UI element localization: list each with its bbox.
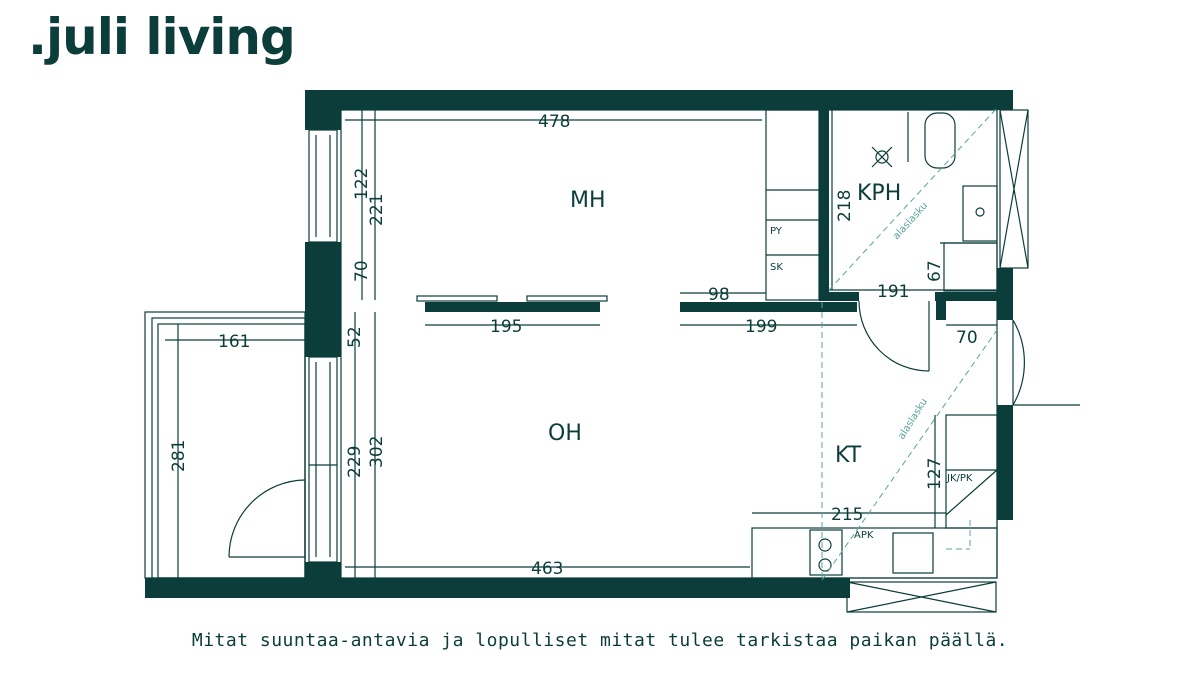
kitchen-counter xyxy=(751,527,998,579)
wall-bath-left xyxy=(819,108,829,300)
fridge xyxy=(945,414,998,529)
wall-partition-left xyxy=(425,302,600,312)
wall-bath-inner xyxy=(936,300,946,320)
toilet xyxy=(924,112,956,169)
dim-195: 195 xyxy=(490,317,522,337)
dim-221: 221 xyxy=(367,194,387,226)
room-label-kph: KPH xyxy=(857,181,901,206)
dim-70-left: 70 xyxy=(352,260,372,282)
dim-122: 122 xyxy=(352,168,372,200)
dim-kph-height: 218 xyxy=(835,190,855,222)
disclaimer-caption: Mitat suuntaa-antavia ja lopulliset mita… xyxy=(191,630,1009,651)
wall-left-mid xyxy=(305,242,341,357)
dim-199: 199 xyxy=(745,317,777,337)
fixture-label-apk: APK xyxy=(854,530,874,541)
ceiling-note-2: alaslasku xyxy=(896,397,930,442)
dim-127: 127 xyxy=(925,458,945,490)
wall-right-lower xyxy=(997,405,1013,520)
wall-top xyxy=(305,90,1013,110)
wardrobe xyxy=(765,109,820,301)
window-left-upper xyxy=(308,129,338,243)
dim-kph-width: 191 xyxy=(877,282,909,302)
dim-67: 67 xyxy=(925,260,945,282)
dim-balcony-width: 161 xyxy=(218,332,250,352)
room-label-oh: OH xyxy=(548,421,582,446)
dim-balcony-height: 281 xyxy=(169,440,189,472)
wall-right-upper xyxy=(997,90,1013,110)
dim-229: 229 xyxy=(345,446,365,478)
dim-oh-width: 463 xyxy=(531,559,563,579)
dim-52: 52 xyxy=(345,326,365,348)
wall-bath-bottom-right xyxy=(935,292,1000,301)
dim-mh-width: 478 xyxy=(538,112,570,132)
dim-98: 98 xyxy=(708,285,730,305)
brand-logo: .juli living xyxy=(28,8,296,66)
fixture-label-sk: SK xyxy=(770,262,783,273)
dim-70-right: 70 xyxy=(956,328,978,348)
hood xyxy=(846,581,997,613)
fixture-label-py: PY xyxy=(770,226,783,237)
room-label-kt: KT xyxy=(835,443,862,468)
wall-partition-right xyxy=(680,302,857,312)
wall-bottom xyxy=(145,578,850,598)
fixture-label-jkpk: JK/PK xyxy=(946,473,973,484)
wall-right-mid xyxy=(997,268,1013,320)
dim-kt-width: 215 xyxy=(831,505,863,525)
ceiling-note-1: alaslasku xyxy=(891,200,930,242)
dim-302: 302 xyxy=(367,436,387,468)
wall-left-upper xyxy=(305,90,341,130)
wall-bath-bottom xyxy=(819,292,859,301)
window-left-lower xyxy=(308,356,338,563)
bath-sink xyxy=(962,185,998,242)
room-label-mh: MH xyxy=(570,188,606,213)
